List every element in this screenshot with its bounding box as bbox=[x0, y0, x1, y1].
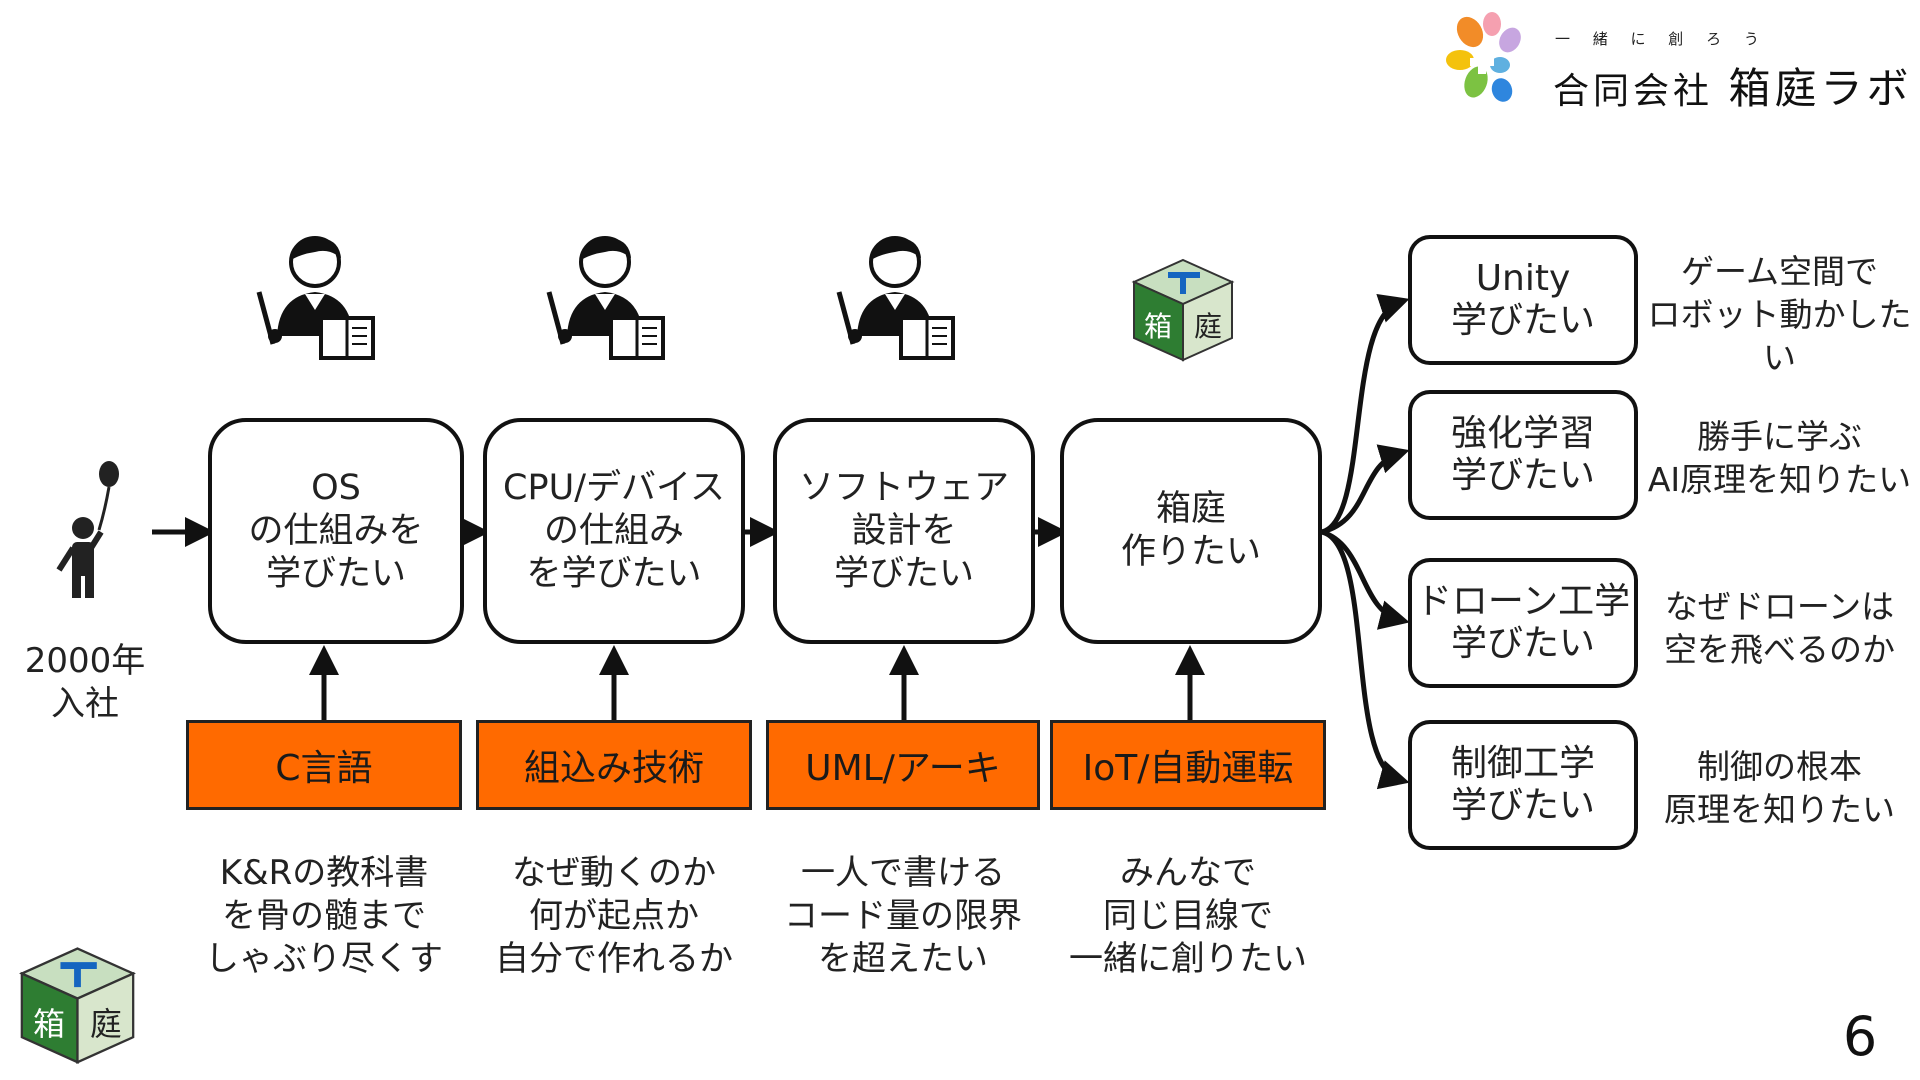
goal-control-desc: 制御の根本 原理を知りたい bbox=[1664, 747, 1895, 829]
logo-tagline: 一 緒 に 創 ろ う bbox=[1555, 30, 1768, 48]
goal-rl-desc: 勝手に学ぶ AI原理を知りたい bbox=[1647, 417, 1912, 499]
company-logo: 一 緒 に 創 ろ う 合同会社 箱庭ラボ bbox=[1440, 10, 1910, 113]
cube-right-char: 庭 bbox=[90, 1005, 122, 1043]
logo-flower-icon bbox=[1446, 12, 1521, 102]
logo-name: 箱庭ラボ bbox=[1728, 64, 1913, 113]
note-uml: 一人で書ける コード量の限界 を超えたい bbox=[784, 853, 1022, 979]
stage-cpu-box: CPU/デバイス の仕組み を学びたい bbox=[483, 418, 745, 644]
branch-to-rl bbox=[1321, 444, 1410, 535]
tech-iot-autonomous: IoT/自動運転 bbox=[1050, 720, 1326, 810]
stage-software-box: ソフトウェア 設計を 学びたい bbox=[773, 418, 1035, 644]
teacher-icon bbox=[546, 236, 665, 360]
logo-company: 合同会社 bbox=[1553, 71, 1714, 112]
hakoniwa-cube-icon: 箱 庭 bbox=[1131, 258, 1235, 362]
child-balloon-icon bbox=[56, 461, 119, 598]
goal-rl-box: 強化学習 学びたい bbox=[1408, 390, 1638, 520]
goal-drone-desc: なぜドローンは 空を飛べるのか bbox=[1664, 587, 1895, 669]
start-label: 2000年 入社 bbox=[24, 641, 146, 724]
branch-to-drone bbox=[1321, 529, 1410, 630]
goal-drone-box: ドローン工学 学びたい bbox=[1408, 558, 1638, 688]
page-number: 6 bbox=[1842, 1005, 1878, 1068]
hakoniwa-cube-icon: 箱 庭 bbox=[19, 947, 136, 1064]
branch-to-unity bbox=[1321, 294, 1410, 535]
note-iot: みんなで 同じ目線で 一緒に創りたい bbox=[1069, 853, 1307, 979]
note-embedded: なぜ動くのか 何が起点か 自分で作れるか bbox=[495, 853, 733, 979]
goal-unity-box: Unity 学びたい bbox=[1408, 235, 1638, 365]
teacher-icon bbox=[256, 236, 375, 360]
cube-right-char: 庭 bbox=[1194, 310, 1222, 343]
goal-control-box: 制御工学 学びたい bbox=[1408, 720, 1638, 850]
note-c-language: K&Rの教科書 を骨の髄まで しゃぶり尽くす bbox=[205, 853, 443, 979]
tech-embedded: 組込み技術 bbox=[476, 720, 752, 810]
cube-left-char: 箱 bbox=[1144, 310, 1172, 343]
teacher-icon bbox=[836, 236, 955, 360]
goal-unity-desc: ゲーム空間で ロボット動かしたい bbox=[1647, 252, 1912, 377]
tech-uml-architecture: UML/アーキ bbox=[766, 720, 1040, 810]
stage-os-box: OS の仕組みを 学びたい bbox=[208, 418, 464, 644]
stage-hakoniwa-box: 箱庭 作りたい bbox=[1060, 418, 1322, 644]
logo-text: 合同会社 箱庭ラボ bbox=[1553, 55, 1912, 116]
tech-c-language: C言語 bbox=[186, 720, 462, 810]
branch-to-control bbox=[1321, 529, 1410, 790]
cube-left-char: 箱 bbox=[33, 1005, 65, 1043]
